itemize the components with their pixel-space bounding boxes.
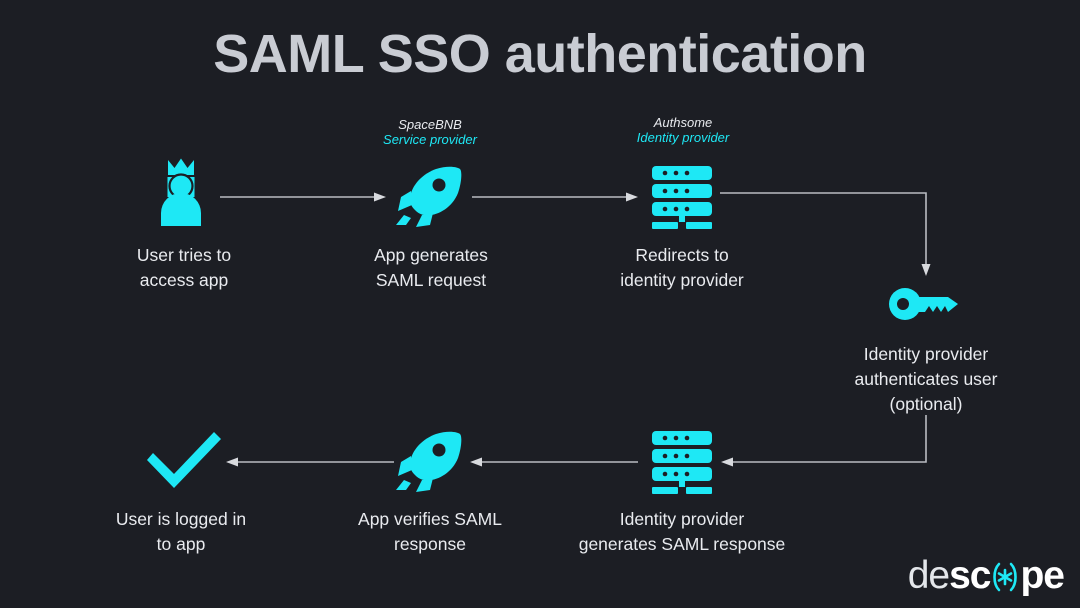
service-provider-label: SpaceBNB Service provider	[330, 117, 530, 147]
caption-line: access app	[139, 270, 229, 290]
caption-line: App verifies SAML	[358, 509, 502, 529]
descope-logo: desc pe	[907, 554, 1065, 598]
logo-part-pe: pe	[1020, 554, 1065, 597]
caption-line: Identity provider	[863, 344, 989, 364]
checkmark-icon	[143, 430, 225, 492]
caption-line: SAML request	[375, 270, 487, 290]
arrow-key-to-idp-response	[715, 413, 940, 475]
caption-redirects: Redirects to identity provider	[562, 243, 802, 293]
rocket-icon	[392, 428, 464, 496]
server-icon	[648, 430, 716, 494]
service-provider-name: SpaceBNB	[398, 117, 462, 132]
caption-line: to app	[156, 534, 206, 554]
caption-line: User tries to	[136, 245, 232, 265]
caption-line: (optional)	[889, 394, 963, 414]
logo-part-sc: sc	[949, 554, 991, 597]
caption-line: authenticates user	[854, 369, 998, 389]
caption-line: User is logged in	[115, 509, 247, 529]
key-icon	[888, 287, 964, 321]
caption-logged-in: User is logged in to app	[61, 507, 301, 557]
page-title: SAML SSO authentication	[213, 24, 867, 84]
arrow-app-to-logged-in	[224, 454, 396, 470]
user-crown-icon	[155, 158, 215, 226]
arrow-idp-to-key	[718, 186, 943, 282]
logo-asterisk-mark	[990, 558, 1020, 596]
caption-line: generates SAML response	[578, 534, 786, 554]
caption-line: Identity provider	[619, 509, 745, 529]
arrow-user-to-app	[218, 189, 390, 205]
caption-idp-generates-response: Identity provider generates SAML respons…	[542, 507, 822, 557]
caption-line: Redirects to	[635, 245, 729, 265]
rocket-icon	[392, 163, 464, 231]
caption-line: response	[394, 534, 466, 554]
identity-provider-role: Identity provider	[636, 130, 730, 145]
logo-part-de: de	[907, 554, 950, 597]
service-provider-role: Service provider	[383, 132, 477, 147]
caption-line: identity provider	[620, 270, 744, 290]
caption-app-verifies: App verifies SAML response	[310, 507, 550, 557]
arrow-idp-response-to-app	[468, 454, 640, 470]
caption-app-generates: App generates SAML request	[311, 243, 551, 293]
identity-provider-name: Authsome	[653, 115, 713, 130]
caption-line: App generates	[374, 245, 488, 265]
caption-authenticates: Identity provider authenticates user (op…	[806, 342, 1046, 417]
caption-user-tries: User tries to access app	[64, 243, 304, 293]
server-icon	[648, 165, 716, 229]
identity-provider-label: Authsome Identity provider	[583, 115, 783, 145]
arrow-app-to-idp	[470, 189, 642, 205]
